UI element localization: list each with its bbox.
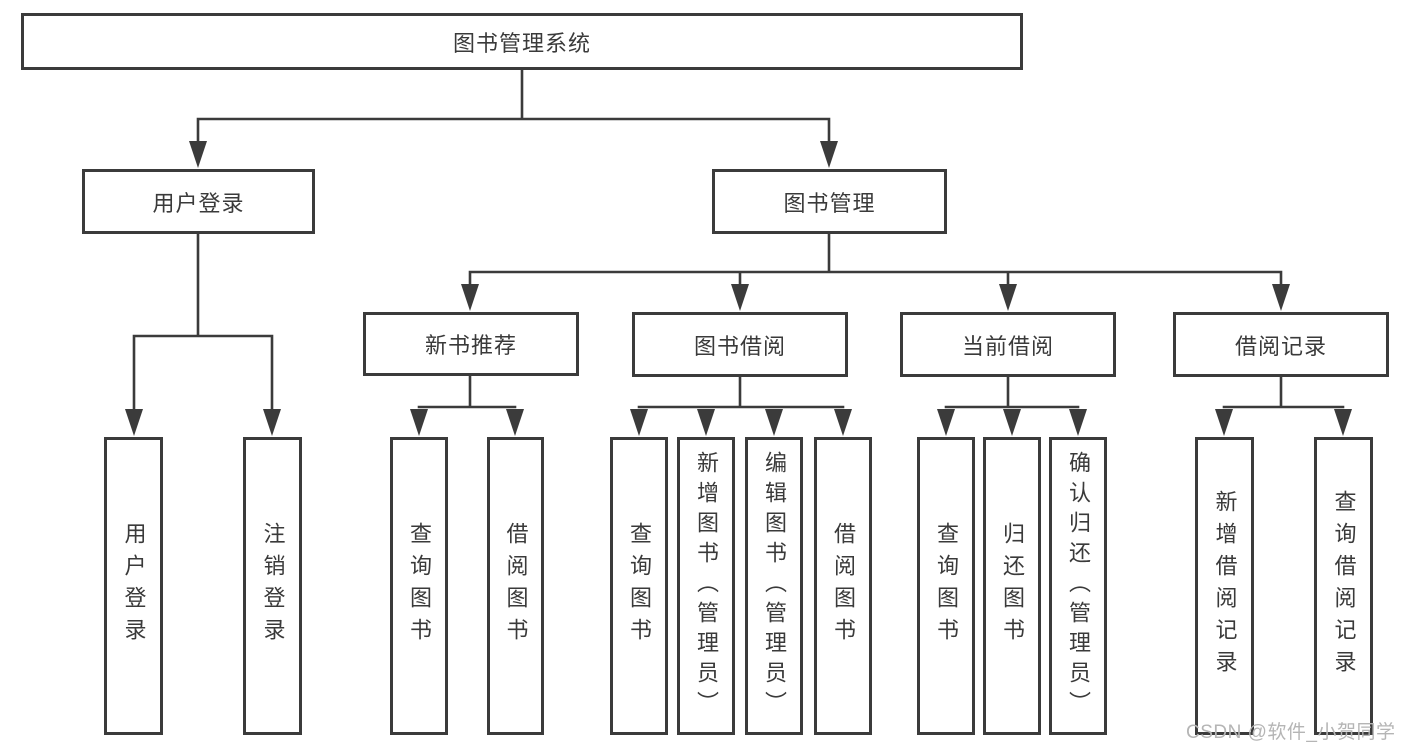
node-label: 新书推荐 [424,333,517,358]
leaf-bb-edit-book-admin: 编辑图书（管理员） [745,437,803,735]
leaf-user-login: 用户登录 [104,437,163,735]
leaf-bb-query-book: 查询图书 [610,437,668,735]
node-user-login: 用户登录 [82,169,315,234]
node-label: 借阅图书 [831,522,856,650]
node-label: 当前借阅 [961,333,1054,359]
leaf-bb-add-book-admin: 新增图书（管理员） [677,437,735,735]
node-label: 图书管理系统 [452,30,591,56]
node-book-borrowing: 图书借阅 [632,312,848,377]
leaf-cb-query-book: 查询图书 [917,437,975,735]
node-borrow-records: 借阅记录 [1173,312,1389,377]
node-label: 归还图书 [1000,522,1025,650]
leaf-br-add-record: 新增借阅记录 [1195,437,1254,735]
node-book-management: 图书管理 [712,169,947,234]
leaf-logout: 注销登录 [243,437,302,735]
node-label: 查询借阅记录 [1331,490,1357,682]
node-label: 确认归还（管理员） [1066,451,1091,721]
leaf-nbr-borrow-book: 借阅图书 [487,437,544,735]
node-label: 图书管理 [783,190,876,216]
node-label: 查询图书 [934,522,959,650]
node-label: 用户登录 [121,522,147,650]
leaf-cb-confirm-return-admin: 确认归还（管理员） [1049,437,1107,735]
arrowheads [125,141,1352,436]
node-root-library-system: 图书管理系统 [21,13,1023,70]
node-label: 编辑图书（管理员） [762,451,787,721]
leaf-bb-borrow-book: 借阅图书 [814,437,872,735]
node-new-book-recommend: 新书推荐 [363,312,579,376]
leaf-nbr-query-book: 查询图书 [390,437,448,735]
csdn-watermark: CSDN @软件_小贺同学 [1186,722,1396,743]
node-current-borrowing: 当前借阅 [900,312,1116,377]
leaf-br-query-record: 查询借阅记录 [1314,437,1373,735]
leaf-cb-return-book: 归还图书 [983,437,1041,735]
node-label: 注销登录 [260,522,286,650]
node-label: 查询图书 [407,522,432,650]
node-label: 查询图书 [627,522,652,650]
node-label: 新增图书（管理员） [694,451,719,721]
node-label: 新增借阅记录 [1212,490,1238,682]
connector-lines [132,68,1345,414]
node-label: 借阅图书 [503,522,529,650]
node-label: 用户登录 [152,190,245,216]
node-label: 图书借阅 [693,333,786,359]
node-label: 借阅记录 [1234,333,1327,359]
